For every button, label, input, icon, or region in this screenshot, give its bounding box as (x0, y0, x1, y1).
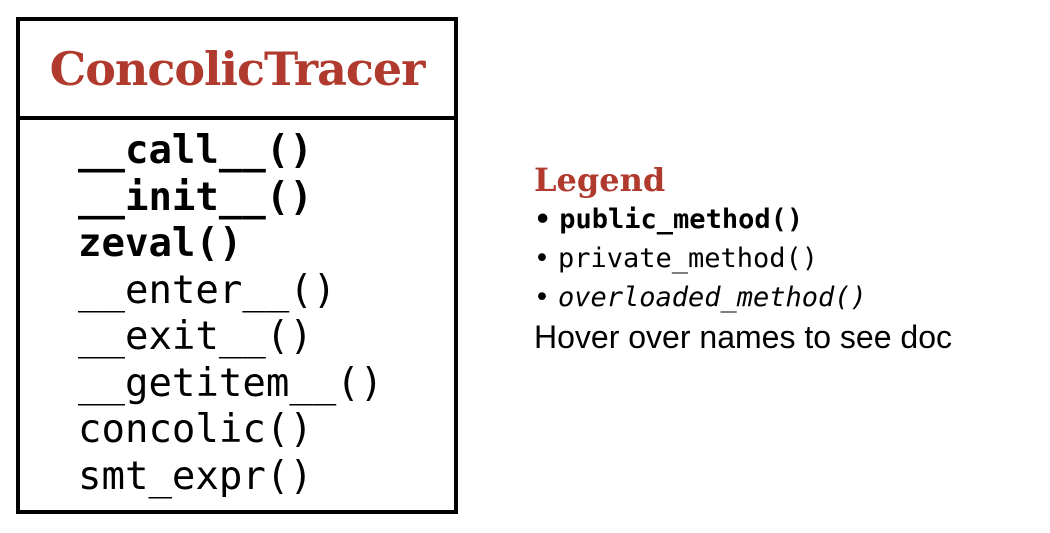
legend-item-label: public_method() (559, 204, 804, 235)
bullet-icon: • (534, 204, 552, 235)
method-zeval[interactable]: zeval() (78, 221, 243, 266)
method-enter[interactable]: __enter__() (78, 267, 337, 313)
legend-item-private: •private_method() (534, 239, 952, 278)
legend-item-label: private_method() (557, 243, 819, 274)
bullet-icon: • (534, 243, 550, 274)
legend-item-public: •public_method() (534, 200, 952, 239)
legend-item-overloaded: •overloaded_method() (534, 278, 952, 317)
legend-title: Legend (534, 161, 666, 199)
method-smt-expr[interactable]: smt_expr() (78, 453, 313, 499)
method-exit[interactable]: __exit__() (78, 314, 313, 359)
bullet-icon: • (534, 282, 550, 313)
legend: Legend •public_method() •private_method(… (534, 160, 952, 357)
method-init[interactable]: __init__() (78, 174, 313, 220)
method-call[interactable]: __call__() (78, 128, 313, 173)
class-box: ConcolicTracer __call__() __init__() zev… (16, 17, 458, 514)
legend-note: Hover over names to see doc (534, 319, 952, 355)
method-getitem[interactable]: __getitem__() (78, 360, 384, 406)
legend-item-label: overloaded_method() (557, 282, 867, 313)
method-list: __call__() __init__() zeval() __enter__(… (20, 120, 454, 500)
method-concolic[interactable]: concolic() (78, 407, 313, 452)
class-title[interactable]: ConcolicTracer (20, 21, 454, 120)
